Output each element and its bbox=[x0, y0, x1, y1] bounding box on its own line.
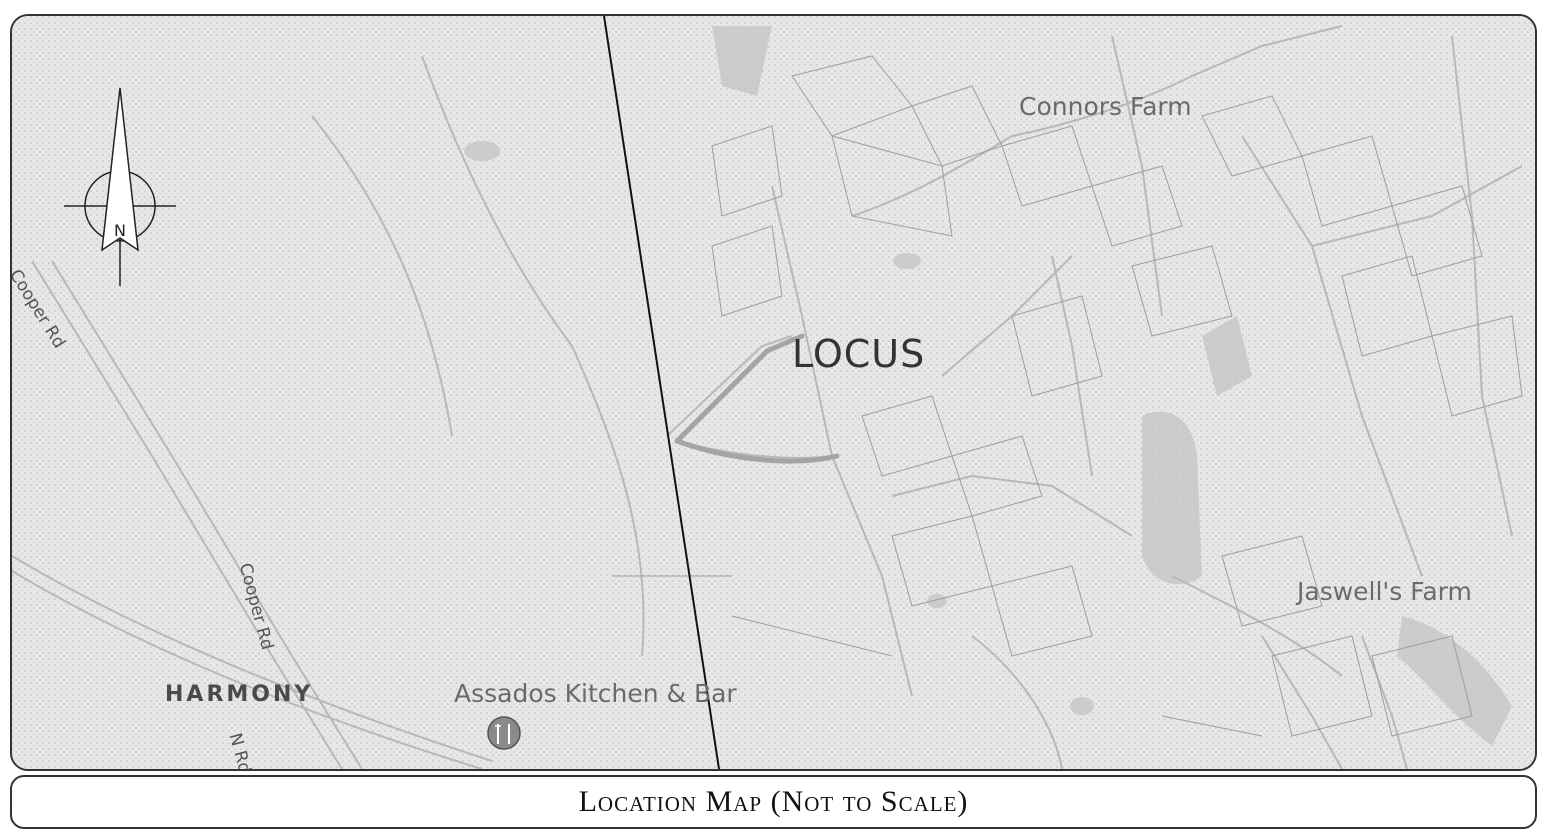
town-boundary-line bbox=[603, 16, 720, 769]
water-features bbox=[464, 26, 1512, 746]
locus-label: LOCUS bbox=[792, 332, 926, 376]
map-background bbox=[12, 16, 1535, 769]
north-arrow: N bbox=[64, 87, 176, 286]
map-caption: Location Map (Not to Scale) bbox=[578, 785, 969, 818]
connors-farm-label: Connors Farm bbox=[1019, 92, 1192, 121]
road-network bbox=[12, 25, 1523, 769]
access-drive bbox=[674, 333, 840, 464]
harmony-label: HARMONY bbox=[165, 682, 314, 707]
parcel-lines bbox=[612, 55, 1523, 737]
restaurant-icon[interactable] bbox=[487, 716, 521, 750]
map-canvas: N bbox=[12, 16, 1535, 769]
compass-letter: N bbox=[114, 221, 126, 240]
jaswells-farm-label: Jaswell's Farm bbox=[1297, 577, 1472, 606]
assados-kitchen-label: Assados Kitchen & Bar bbox=[454, 679, 737, 708]
map-frame: N Connors Farm LOCUS Jaswell's Farm HARM… bbox=[10, 14, 1537, 771]
caption-bar: Location Map (Not to Scale) bbox=[10, 775, 1537, 829]
